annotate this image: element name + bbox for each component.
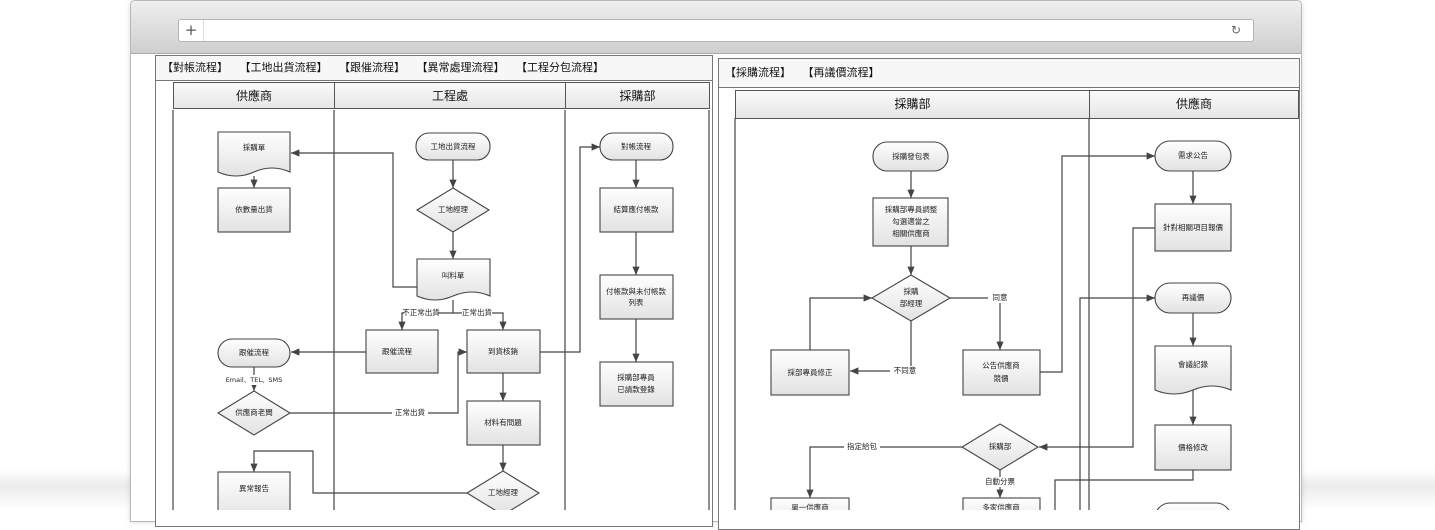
tender-form-terminal [872,141,949,172]
multi-supplier-box [962,497,1041,510]
reconcile-flow-terminal [599,132,674,161]
demand-notice-label: 需求公告 [1178,150,1208,160]
material-request-label: 叫料單 [442,270,465,280]
followup-box-label: 跟催流程 [382,346,412,356]
po-label: 採購單 [243,142,266,152]
announce-label-2: 競價 [994,373,1009,383]
renegotiate-label: 再議價 [1182,292,1205,302]
ship-by-qty-label: 依數量出貨 [235,204,273,214]
edge-label-disagree: 不同意 [894,365,917,375]
renegotiate-terminal [1154,282,1232,314]
flowchart-canvas: 採購單 依數量出貨 工地出貨流程 工地經理 叫料單 跟催流程 到貨核銷 跟催流程… [172,110,1232,510]
edge-label-agree: 同意 [993,292,1008,302]
tab-reconcile[interactable]: 【對帳流程】 [162,61,228,74]
adjust-label-3: 相關供應商 [892,228,930,238]
multi-supplier-label: 多家供應商 [982,502,1020,510]
manager-label-2: 部經理 [900,298,923,308]
settle-ap-box [599,187,674,233]
site-manager-label: 工地經理 [438,204,468,214]
single-supplier-box [770,497,850,510]
tab-followup[interactable]: 【跟催流程】 [339,61,405,74]
reload-icon[interactable]: ↻ [1230,23,1241,37]
material-problem-label: 材料有問題 [484,417,522,427]
site-manager2-diamond [465,470,541,510]
manager-diamond [870,274,952,322]
material-problem-box [466,400,541,446]
receipt-writeoff-label: 到貨核銷 [488,346,518,356]
tab-renegotiate[interactable]: 【再議價流程】 [802,66,880,79]
paid-unpaid-list-box [599,274,674,320]
ship-by-qty-box [217,187,291,233]
site-ship-flow-terminal [415,132,491,161]
tab-exception[interactable]: 【異常處理流程】 [416,61,505,74]
tab-site-shipping[interactable]: 【工地出貨流程】 [239,61,328,74]
left-tab-bar: 【對帳流程】 【工地出貨流程】 【跟催流程】 【異常處理流程】 【工程分包流程】 [156,56,712,81]
announce-bid-box [962,349,1041,396]
demand-notice-terminal [1154,140,1232,172]
purchasing-label: 採購部 [989,441,1012,451]
lane-lines [172,110,1090,510]
edge-labels-left [222,308,492,418]
exception-report-label: 異常報告 [239,483,269,493]
lane-header-engineering: 工程處 [334,82,566,109]
adjust-label-1: 採購部專員調整 [885,204,938,214]
po-document-shape [217,131,291,177]
adjust-suppliers-box [872,197,949,247]
minutes-label: 會議記錄 [1178,359,1208,369]
purchasing-diamond [960,423,1040,471]
address-bar[interactable]: + ↻ [178,19,1254,42]
followup-flow-label: 跟催流程 [239,347,269,357]
lane-header-supplier: 供應商 [1089,90,1299,119]
followup-flow-terminal [217,338,291,368]
adjust-label-2: 勾選適當之 [892,216,930,226]
tab-subcontract[interactable]: 【工程分包流程】 [516,61,604,74]
staff-fix-box [770,349,850,396]
staff-billed-box [599,361,674,407]
staff-billed-label-1: 採購部專員 [617,372,655,382]
exception-report-document [217,471,291,510]
quote-box [1154,203,1232,252]
quote-label: 針對相關項目報價 [1163,222,1223,232]
minutes-document [1154,345,1232,395]
price-change-box [1154,424,1232,471]
supplier-boss-label: 供應商老闆 [235,407,273,417]
edge-label-abnormal: 不正常出貨 [402,307,440,317]
browser-toolbar: + ↻ [131,1,1301,54]
reconcile-flow-label: 對帳流程 [621,141,651,151]
edge-label-normal2: 正常出貨 [395,407,425,417]
site-ship-flow-label: 工地出貨流程 [431,141,476,151]
site-manager-diamond [415,187,491,233]
material-request-document [416,258,491,301]
paid-unpaid-label-2: 列表 [629,297,644,307]
right-tab-bar: 【採購流程】 【再議價流程】 [719,59,1299,88]
price-change-label: 價格修改 [1178,442,1208,452]
site-manager2-label: 工地經理 [488,487,518,497]
lane-header-purchasing: 採購部 [735,90,1090,119]
edge-label-contact: Email、TEL、SMS [226,376,283,384]
lane-header-purchasing: 採購部 [565,82,710,109]
tab-purchasing[interactable]: 【採購流程】 [725,66,791,79]
staff-fix-label: 採部專員修正 [788,367,833,377]
plus-icon[interactable]: + [179,20,204,41]
manager-label-1: 採購 [904,286,919,296]
announce-label-1: 公告供應商 [982,360,1020,370]
settle-ap-label: 結算應付帳款 [614,204,659,214]
edge-label-auto-split: 自動分票 [985,476,1015,486]
edge-labels-right [844,293,1018,487]
supplier-boss-diamond [216,390,292,436]
followup-box [365,329,439,374]
connectors-right [806,152,1197,510]
lane-header-supplier: 供應商 [173,82,335,109]
tender-form-label: 採購發包表 [892,151,930,161]
next-terminal [1156,502,1230,510]
edge-label-assign: 指定給包 [847,441,877,451]
staff-billed-label-2: 已請款登錄 [617,384,655,394]
receipt-writeoff-box [466,329,541,374]
paid-unpaid-label-1: 付帳款與未付帳款 [606,286,666,296]
edge-label-normal: 正常出貨 [462,307,492,317]
single-supplier-label: 單一供應商 [791,502,829,510]
